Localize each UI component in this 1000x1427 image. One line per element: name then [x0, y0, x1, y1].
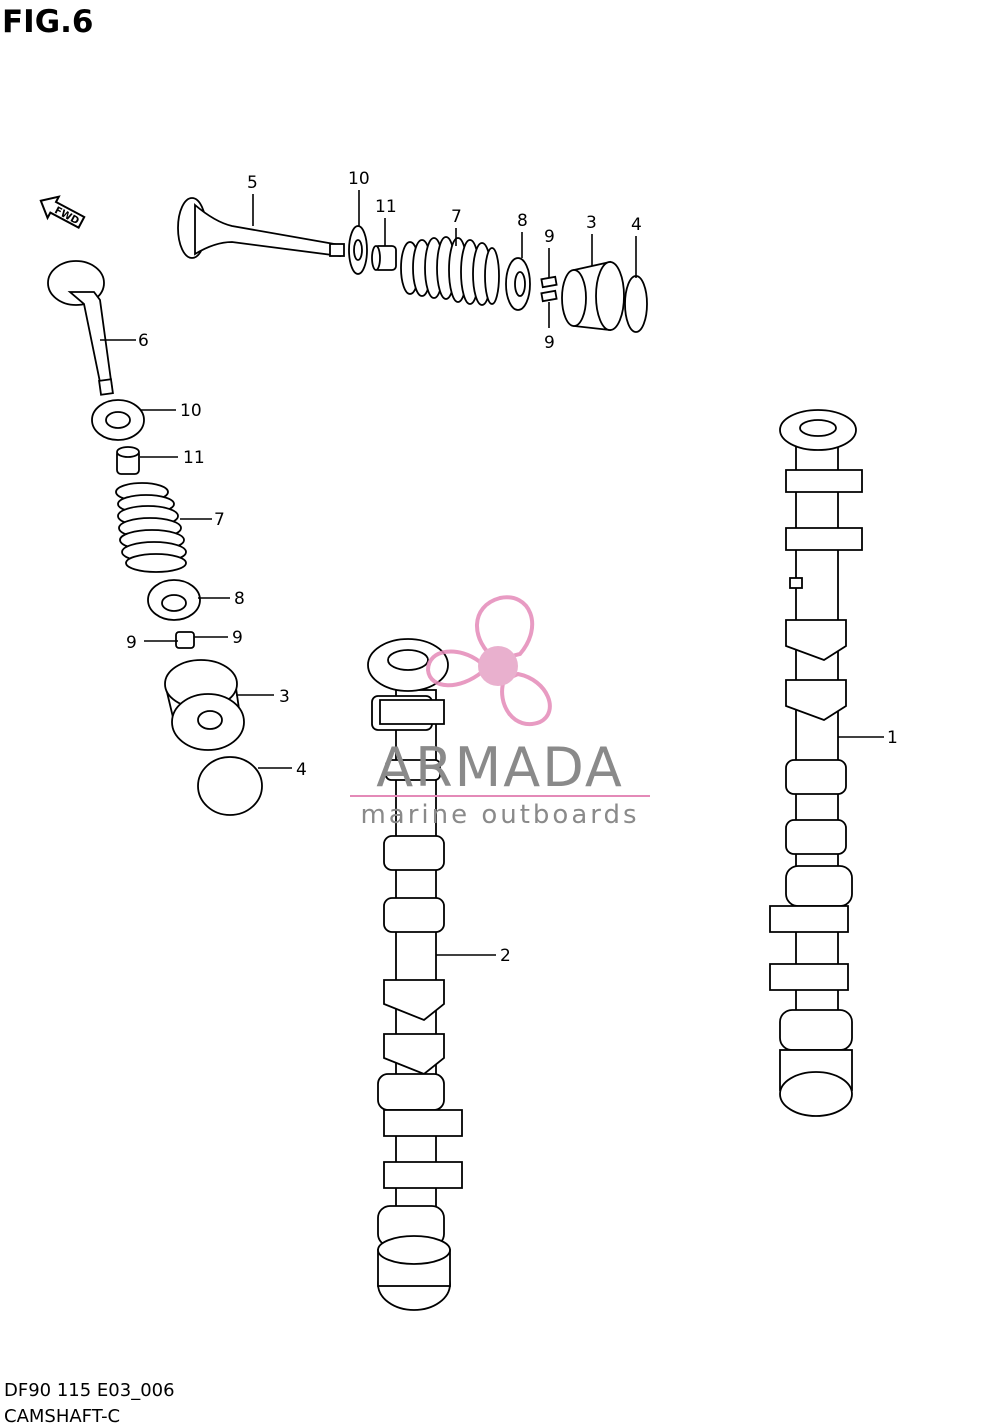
- valve-spring-7-left: [115, 482, 187, 573]
- callout-labels: 5 10 11 7 8 9 3 4 9 6 10 11 7 8 9 9 3 4 …: [126, 169, 898, 966]
- callout-3-top: 3: [586, 213, 597, 233]
- valve-6: [47, 260, 114, 396]
- figure-title: FIG.6: [2, 4, 94, 40]
- callout-10-left: 10: [180, 401, 202, 421]
- fwd-arrow-icon: FWD: [39, 195, 86, 229]
- callout-3-left: 3: [279, 687, 290, 707]
- cotters-9-top: [540, 275, 558, 303]
- valve-spring-7-top: [400, 236, 500, 306]
- watermark-divider: [350, 795, 650, 797]
- propeller-logo-icon: [425, 595, 552, 726]
- figure-name: CAMSHAFT-C: [4, 1406, 121, 1427]
- callout-7-left: 7: [214, 510, 225, 530]
- callout-4-left: 4: [296, 760, 307, 780]
- callout-4-top: 4: [631, 215, 642, 235]
- callout-8-left: 8: [234, 589, 245, 609]
- leader-lines: [100, 190, 884, 956]
- shim-4-left: [197, 756, 263, 816]
- callout-9-left-b: 9: [232, 628, 243, 648]
- camshaft-2: [367, 638, 463, 1311]
- callout-8-top: 8: [517, 211, 528, 231]
- shim-4-top: [624, 275, 648, 333]
- cotters-9-left: [175, 631, 195, 649]
- callout-11-top: 11: [375, 197, 397, 217]
- callout-6: 6: [138, 331, 149, 351]
- figure-code: DF90 115 E03_006: [4, 1380, 175, 1401]
- callout-2: 2: [500, 946, 511, 966]
- spring-seat-10-left: [91, 399, 145, 441]
- tappet-3-left: [164, 659, 245, 751]
- callout-9-top-upper: 9: [544, 227, 555, 247]
- watermark-tagline: marine outboards: [360, 800, 640, 830]
- callout-5: 5: [247, 173, 258, 193]
- valve-5: [177, 197, 345, 259]
- watermark-brand: ARMADA: [376, 736, 624, 799]
- spring-seat-10-top: [348, 225, 368, 275]
- retainer-8-left: [147, 579, 201, 621]
- retainer-8-top: [505, 257, 531, 311]
- callout-9-top-lower: 9: [544, 333, 555, 353]
- callout-10-top: 10: [348, 169, 370, 189]
- callout-11-left: 11: [183, 448, 205, 468]
- camshaft-1: [769, 409, 863, 1117]
- valve-seal-11-top: [371, 245, 397, 271]
- valve-seal-11-left: [116, 446, 140, 475]
- tappet-3-top: [561, 260, 625, 332]
- callout-7-top: 7: [451, 207, 462, 227]
- callout-1: 1: [887, 728, 898, 748]
- callout-9-left-a: 9: [126, 633, 137, 653]
